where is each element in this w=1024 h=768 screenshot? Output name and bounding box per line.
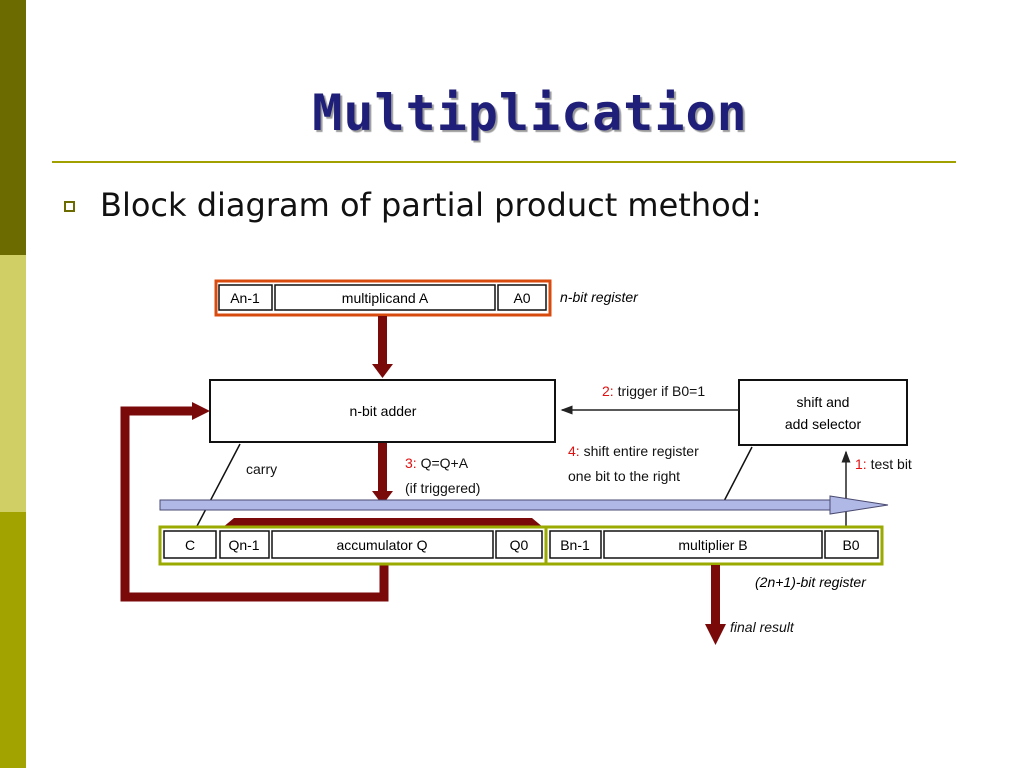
step2-text: trigger if B0=1	[614, 383, 706, 399]
step4-annotation: 4: shift entire register	[568, 443, 699, 459]
selector-box	[738, 379, 908, 446]
cell-b0	[824, 530, 879, 559]
bullet-square-icon	[64, 201, 75, 212]
step2-annotation: 2: trigger if B0=1	[602, 383, 705, 399]
cell-an-1-label: An-1	[230, 290, 260, 306]
title-rule	[52, 161, 956, 163]
sidebar-segment-bottom	[0, 512, 26, 768]
cell-multiplier-b-label: multiplier B	[678, 537, 747, 553]
cell-q0	[495, 530, 543, 559]
cell-bn-1-label: Bn-1	[560, 537, 590, 553]
step4-subtext: one bit to the right	[568, 468, 680, 484]
product-register-label: (2n+1)-bit register	[755, 574, 867, 590]
slide-title: Multiplication	[312, 84, 748, 142]
product-register: C Qn-1 accumulator Q Q0 Bn-1 multiplier …	[158, 518, 884, 590]
step1-number: 1:	[855, 456, 867, 472]
cell-c	[163, 530, 217, 559]
cell-accumulator-q-label: accumulator Q	[336, 537, 427, 553]
cell-bn-1	[549, 530, 602, 559]
feedback-loop-arrow	[120, 406, 389, 602]
multiplicand-register: An-1 multiplicand A A0 n-bit register	[214, 279, 639, 317]
carry-line	[195, 443, 241, 529]
step4-number: 4:	[568, 443, 580, 459]
sidebar-segment-middle	[0, 255, 26, 512]
bullet-text: Block diagram of partial product method:	[100, 186, 762, 224]
step1-text: test bit	[867, 456, 912, 472]
step3-subtext: (if triggered)	[405, 480, 480, 496]
carry-label: carry	[246, 461, 277, 477]
cell-qn-1	[219, 530, 270, 559]
step1-annotation: 1: test bit	[855, 456, 912, 472]
cell-a0-label: A0	[513, 290, 530, 306]
shift-bus-arrow	[159, 495, 889, 515]
selector-label-line1: shift and	[797, 394, 850, 410]
adder-label: n-bit adder	[350, 403, 417, 419]
arrow-adder-to-accumulator	[372, 443, 393, 505]
selector-label-line2: add selector	[785, 416, 862, 432]
cell-multiplicand-a-label: multiplicand A	[342, 290, 429, 306]
cell-accumulator-q	[271, 530, 494, 559]
cell-a0	[497, 284, 547, 311]
final-result-label: final result	[730, 619, 795, 635]
arrow-multiplicand-to-adder	[372, 316, 393, 378]
cell-c-label: C	[185, 537, 195, 553]
sidebar-decoration	[0, 0, 26, 768]
adder-box	[209, 379, 556, 443]
shift-line	[721, 446, 753, 506]
multiplicand-register-label: n-bit register	[560, 289, 639, 305]
step4-text: shift entire register	[580, 443, 699, 459]
cell-multiplier-b	[603, 530, 823, 559]
sidebar-segment-top	[0, 0, 26, 255]
cell-qn-1-label: Qn-1	[228, 537, 259, 553]
step3-annotation: 3: Q=Q+A	[405, 455, 469, 471]
cell-b0-label: B0	[842, 537, 859, 553]
step2-number: 2:	[602, 383, 614, 399]
cell-q0-label: Q0	[510, 537, 529, 553]
step3-text: Q=Q+A	[417, 455, 469, 471]
arrow-final-result	[705, 565, 726, 645]
cell-an-1	[218, 284, 273, 311]
cell-multiplicand-a	[274, 284, 496, 311]
step3-number: 3:	[405, 455, 417, 471]
